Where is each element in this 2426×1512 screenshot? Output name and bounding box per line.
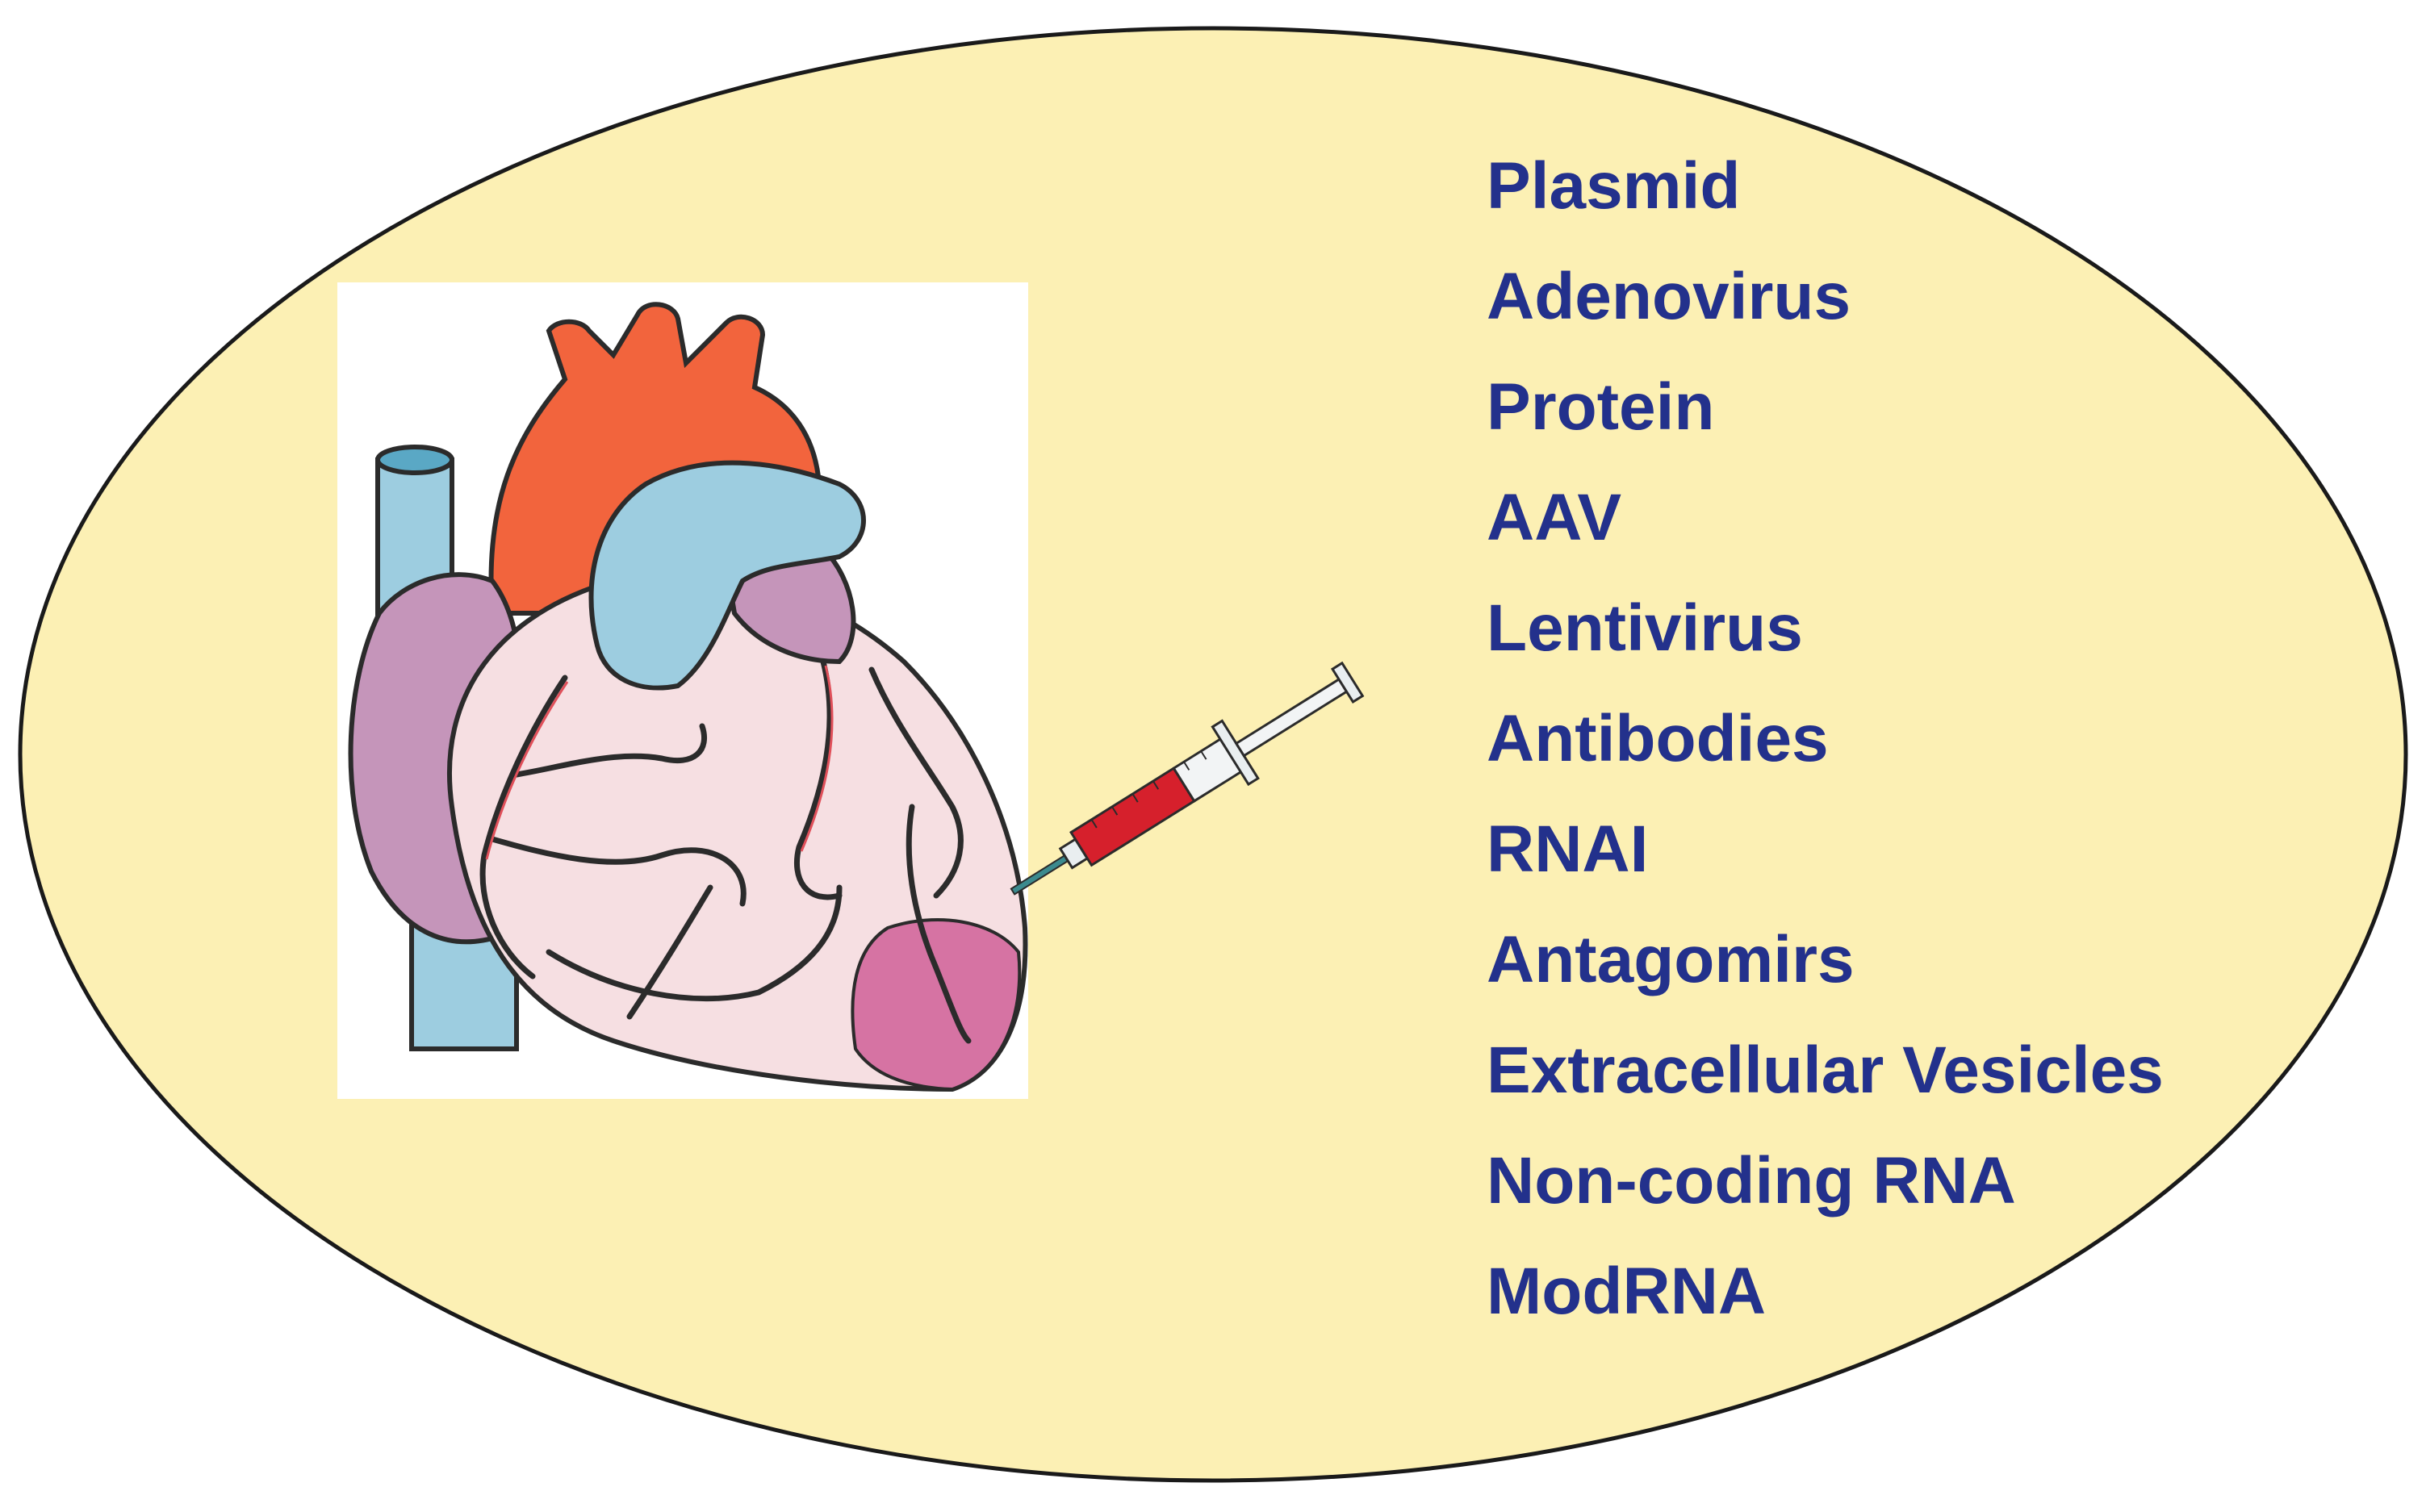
delivery-method-item: ModRNA — [1487, 1255, 1767, 1328]
delivery-method-item: Antagomirs — [1487, 923, 1855, 996]
delivery-method-item: AAV — [1487, 481, 1622, 554]
delivery-method-item: Non-coding RNA — [1487, 1144, 2016, 1218]
delivery-method-item: Plasmid — [1487, 149, 1741, 223]
delivery-method-item: Extracellular Vesicles — [1487, 1034, 2164, 1107]
delivery-method-item: RNAI — [1487, 812, 1649, 886]
delivery-method-item: Adenovirus — [1487, 260, 1851, 333]
delivery-method-item: Protein — [1487, 370, 1715, 444]
delivery-method-item: Antibodies — [1487, 702, 1829, 775]
delivery-method-item: Lentivirus — [1487, 591, 1803, 665]
syringe-icon — [1010, 661, 1365, 896]
heart-illustration-icon — [348, 302, 1028, 1092]
